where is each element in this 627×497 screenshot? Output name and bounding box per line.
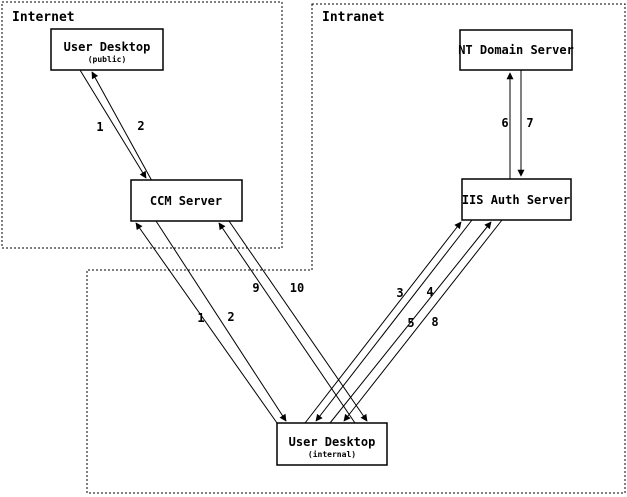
intranet-zone-outline — [86, 3, 626, 494]
node-ccm-server-label: CCM Server — [150, 194, 222, 208]
node-nt-domain-server-label: NT Domain Server — [458, 43, 574, 57]
edge-line-iis-to-internal-4 — [315, 219, 473, 422]
edge-label-10: 10 — [290, 281, 304, 295]
intranet-zone-label: Intranet — [322, 10, 385, 25]
edge-label-4: 4 — [426, 285, 433, 299]
node-user-desktop-internal-sublabel: (internal) — [308, 449, 356, 459]
edge-label-9: 9 — [252, 281, 259, 295]
node-ccm-server: CCM Server — [130, 179, 243, 222]
node-user-desktop-public-sublabel: (public) — [88, 54, 127, 64]
edge-label-1-public: 1 — [96, 120, 103, 134]
node-user-desktop-public: User Desktop (public) — [50, 28, 164, 71]
edge-label-6: 6 — [501, 116, 508, 130]
node-ccm-server-box — [130, 179, 243, 222]
edge-label-2-internal: 2 — [227, 310, 234, 324]
edge-line-internal-to-iis-3 — [304, 221, 462, 424]
edge-line-ccm-to-internal-2 — [155, 220, 287, 422]
edge-line-internal-to-iis-5 — [329, 221, 492, 424]
edge-line-iis-to-internal-8 — [343, 219, 503, 422]
internet-zone-outline — [1, 1, 283, 249]
edge-label-2-public: 2 — [137, 119, 144, 133]
edge-line-ccm-to-internal-10 — [228, 220, 368, 422]
internet-zone-label: Internet — [12, 10, 75, 25]
edge-line-public-to-ccm — [79, 69, 147, 179]
node-iis-auth-server-label: IIS Auth Server — [462, 193, 570, 207]
node-user-desktop-internal: User Desktop (internal) — [276, 422, 388, 466]
edge-label-8: 8 — [431, 315, 438, 329]
node-user-desktop-internal-label: User Desktop — [289, 435, 376, 449]
node-nt-domain-server-box — [459, 29, 573, 71]
edge-line-internal-to-ccm-9 — [218, 222, 356, 424]
edge-label-1-internal: 1 — [197, 311, 204, 325]
node-iis-auth-server-box — [461, 178, 572, 221]
node-iis-auth-server: IIS Auth Server — [461, 178, 572, 221]
node-user-desktop-public-box — [50, 28, 164, 71]
node-user-desktop-internal-box — [276, 422, 388, 466]
node-user-desktop-public-label: User Desktop — [64, 40, 151, 54]
edge-label-3: 3 — [396, 286, 403, 300]
edge-label-5: 5 — [407, 316, 414, 330]
edge-label-7: 7 — [526, 116, 533, 130]
edge-line-internal-to-ccm-1 — [135, 222, 278, 424]
edge-line-ccm-to-public — [91, 71, 153, 182]
node-nt-domain-server: NT Domain Server — [458, 29, 574, 71]
